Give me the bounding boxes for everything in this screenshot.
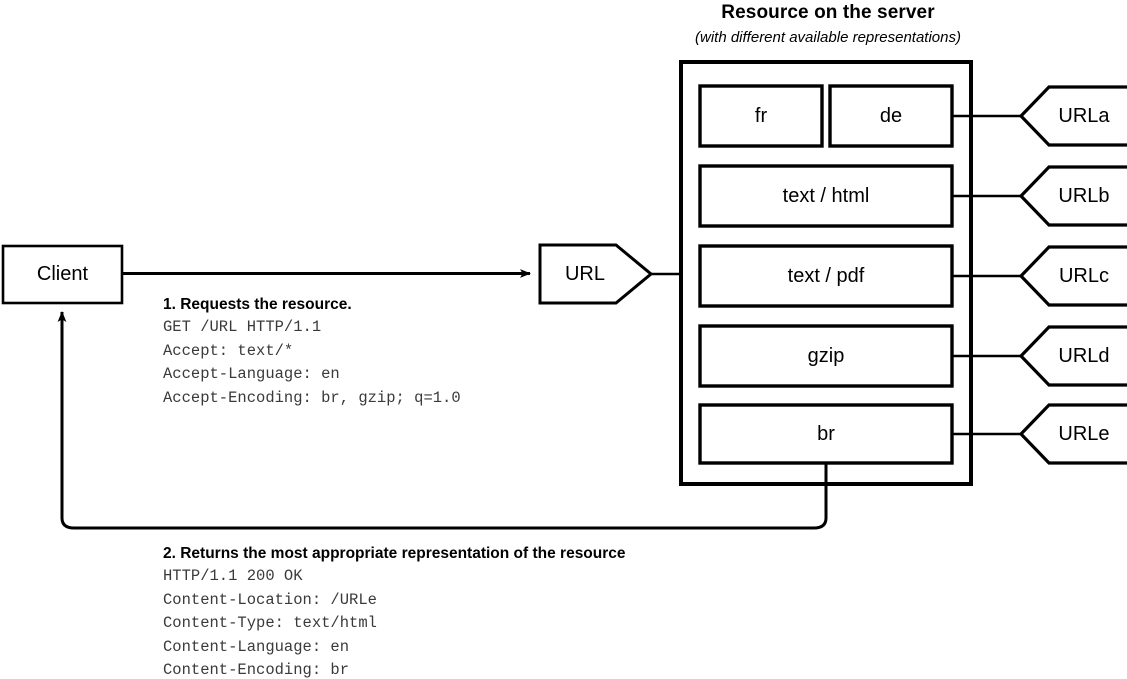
representation-box-fr	[698, 84, 824, 148]
response-message-block: 2. Returns the most appropriate represen…	[163, 545, 626, 679]
url-shape-urle	[1018, 403, 1127, 465]
response-message-heading: 2. Returns the most appropriate represen…	[163, 545, 626, 562]
response-path	[57, 311, 828, 530]
request-message-line-1: GET /URL HTTP/1.1	[163, 318, 322, 336]
url-shape-urld	[1018, 325, 1127, 387]
representation-box-de	[828, 84, 954, 148]
response-message-line-3: Content-Type: text/html	[163, 614, 377, 632]
url-shape-urla	[1018, 85, 1127, 147]
response-message-line-2: Content-Location: /URLe	[163, 590, 377, 609]
request-url-shape	[538, 243, 654, 305]
request-message-line-4: Accept-Encoding: br, gzip; q=1.0	[163, 388, 461, 407]
server-title: Resource on the server	[721, 2, 935, 23]
request-message-line-2: Accept: text/*	[163, 341, 294, 360]
url-shape-urlc	[1018, 245, 1127, 307]
representation-box-text-html	[698, 164, 954, 228]
client-box	[1, 244, 124, 305]
representation-box-gzip	[698, 324, 954, 388]
request-message-line-3: Accept-Language: en	[163, 365, 340, 383]
request-message-block: 1. Requests the resource. GET /URL HTTP/…	[163, 296, 461, 410]
server-subtitle: (with different available representation…	[695, 29, 961, 46]
response-message-line-5: Content-Encoding: br	[163, 661, 350, 679]
request-message-heading: 1. Requests the resource.	[163, 296, 352, 313]
representation-box-br	[698, 403, 954, 465]
representation-box-text-pdf	[698, 244, 954, 308]
url-shape-urlb	[1018, 165, 1127, 227]
response-message-line-1: HTTP/1.1 200 OK	[163, 567, 303, 585]
response-message-line-4: Content-Language: en	[163, 637, 350, 656]
